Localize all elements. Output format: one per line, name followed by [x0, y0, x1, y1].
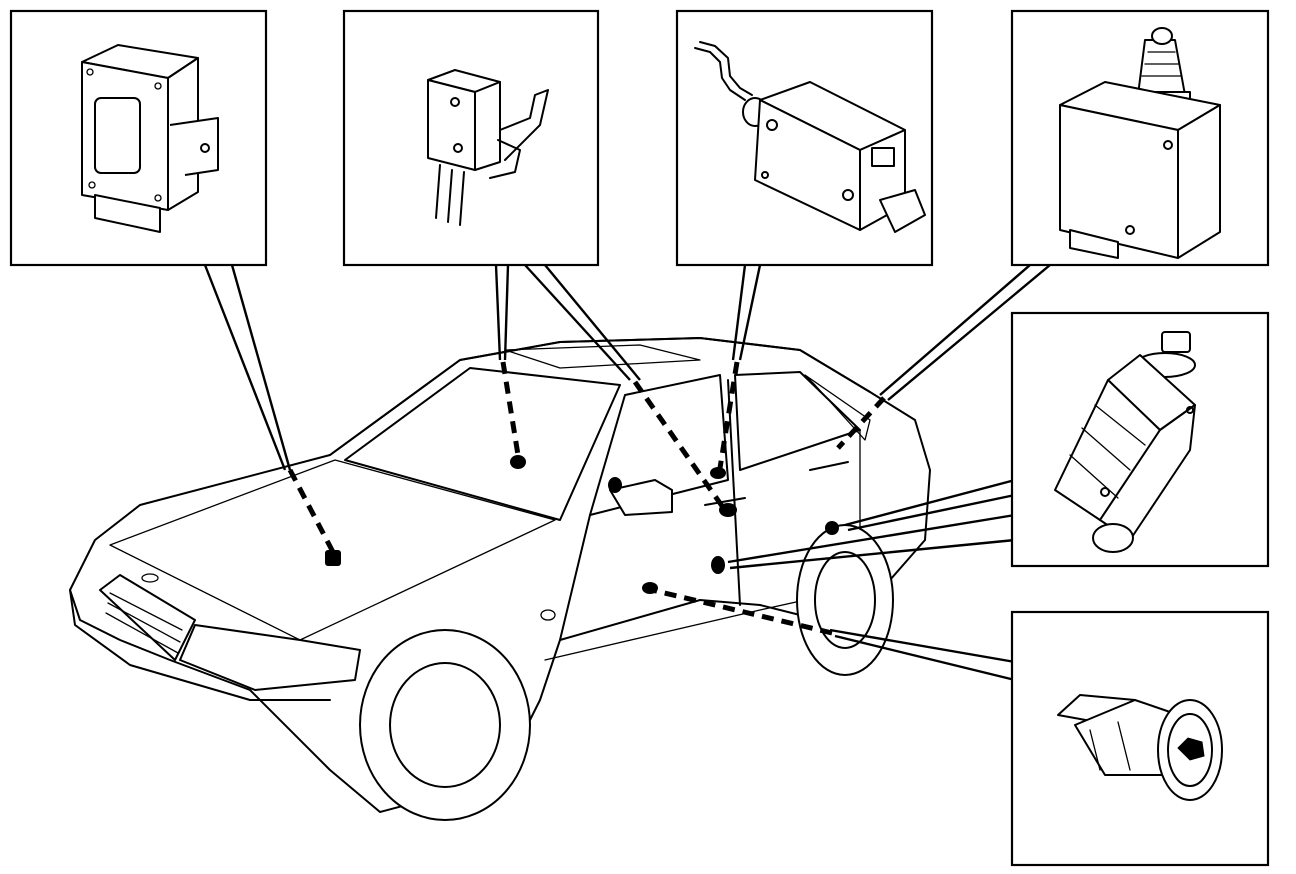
door-lock-motor-icon	[1054, 331, 1196, 553]
location-control-module	[325, 550, 341, 566]
panel-door-lock-switch	[342, 9, 600, 267]
front-door-handle	[704, 497, 746, 506]
leader-lines	[203, 264, 1051, 682]
front-door-window	[589, 374, 729, 516]
rear-quarter-window	[804, 374, 871, 441]
door-mirror	[609, 479, 673, 516]
panel-control-module	[9, 9, 268, 267]
panel-fuel-flap-motor	[1010, 9, 1270, 267]
relay-box-icon	[81, 44, 219, 233]
grille	[99, 574, 196, 661]
location-switch-a	[510, 455, 526, 469]
sunroof	[504, 344, 701, 369]
panel-door-lock-motor	[1010, 311, 1270, 568]
location-lock-motor	[710, 467, 726, 479]
front-door-seam	[559, 514, 591, 641]
lock-motor-icon	[694, 41, 926, 233]
location-door-handle-motor	[719, 503, 737, 517]
location-switch-b	[608, 477, 622, 493]
roof-line	[329, 337, 871, 456]
panel-central-lock-button	[1010, 610, 1270, 867]
windscreen	[344, 367, 621, 521]
fuel-flap-motor-icon	[1059, 27, 1221, 259]
headlight	[179, 624, 361, 691]
rear-door-handle	[809, 461, 849, 471]
hood-emblem	[141, 573, 159, 583]
front-bumper	[69, 589, 331, 701]
hood-crease	[109, 459, 556, 641]
front-wheel	[359, 629, 531, 821]
component-locations	[325, 455, 839, 594]
panel-lock-motor	[675, 9, 934, 267]
car-illustration	[69, 337, 931, 821]
location-rear-door-motor	[825, 521, 839, 535]
push-button-icon	[1057, 694, 1223, 801]
location-front-door-motor	[711, 556, 725, 574]
side-indicator	[540, 609, 556, 621]
lock-switch-icon	[427, 69, 549, 226]
